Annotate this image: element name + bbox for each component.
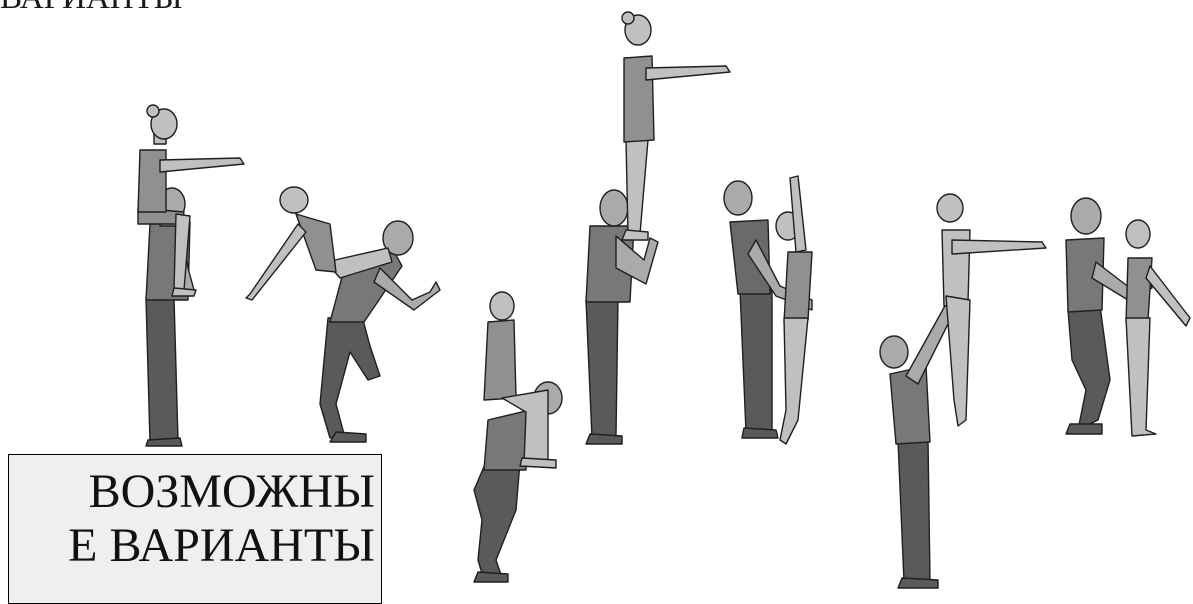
flyer-woman-arms-up (776, 176, 812, 444)
flyer-woman-standing-high (622, 12, 730, 240)
pair-overhead-lift (880, 194, 1046, 588)
pair-shoulder-stand (586, 12, 730, 444)
base-man-deep-squat (474, 382, 562, 582)
flyer-woman-lifted (937, 194, 1046, 426)
base-man-holding (586, 190, 658, 444)
pair-squat-shoulder (474, 292, 562, 582)
pair-waist-hold (724, 176, 812, 444)
pair-back-mount (246, 187, 440, 442)
caption-box: ВОЗМОЖНЫ Е ВАРИАНТЫ (8, 454, 382, 604)
pair-prep-behind (1066, 198, 1190, 436)
pair-shoulder-sit (138, 105, 244, 446)
base-man-lifting (880, 304, 956, 588)
caption-line-1: ВОЗМОЖНЫ (9, 465, 375, 519)
flyer-woman-prep (1126, 220, 1190, 436)
caption-line-2: Е ВАРИАНТЫ (9, 519, 375, 573)
